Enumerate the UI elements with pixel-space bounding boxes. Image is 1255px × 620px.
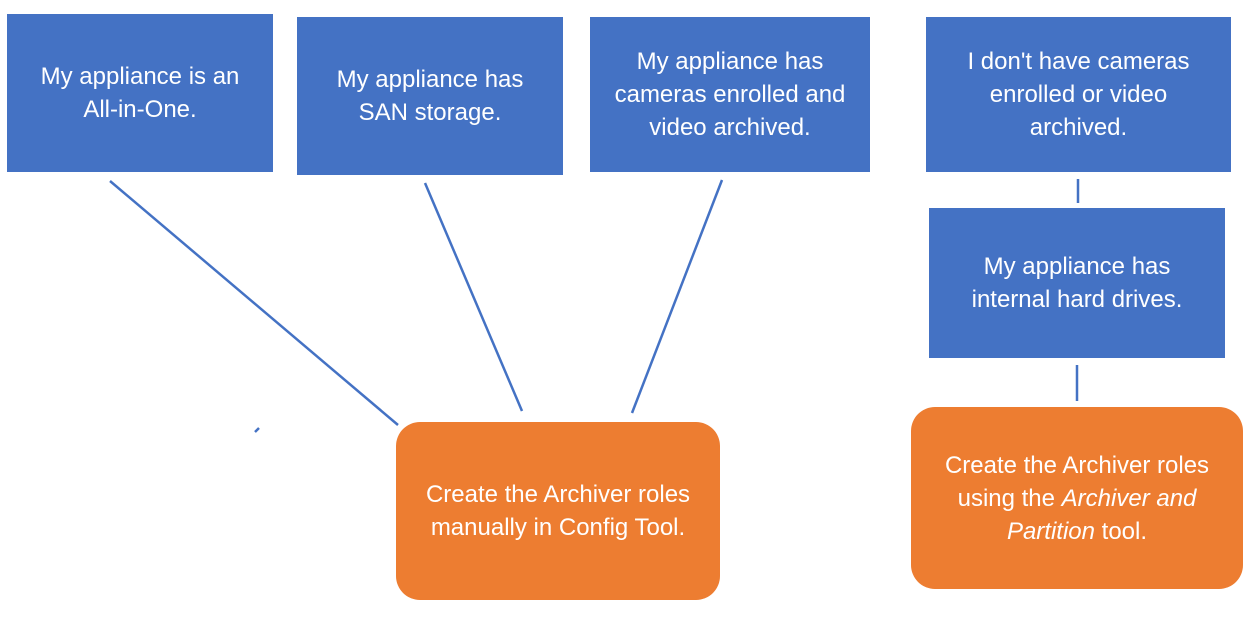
action-tool-text-before: Create the Archiver roles using the bbox=[944, 451, 1210, 512]
action-archiver-partition-tool: Create the Archiver roles using the Arch… bbox=[911, 407, 1243, 589]
condition-no-cameras-text: I don't have cameras enrolled or video a… bbox=[967, 48, 1190, 141]
connector-cameras-enrolled bbox=[630, 179, 724, 414]
action-tool-text-italic: Archiver and Partition bbox=[1006, 484, 1197, 545]
connector-stray-mark bbox=[254, 427, 260, 433]
connector-all-in-one bbox=[109, 180, 399, 426]
action-manual-text: Create the Archiver roles manually in Co… bbox=[425, 481, 691, 541]
condition-no-cameras: I don't have cameras enrolled or video a… bbox=[926, 17, 1231, 172]
condition-san-storage-text: My appliance has SAN storage. bbox=[336, 66, 524, 126]
condition-all-in-one-text: My appliance is an All-in-One. bbox=[40, 63, 240, 123]
condition-internal-drives-text: My appliance has internal hard drives. bbox=[971, 253, 1183, 313]
condition-cameras-enrolled-text: My appliance has cameras enrolled and vi… bbox=[614, 48, 846, 141]
action-manual-config-tool: Create the Archiver roles manually in Co… bbox=[396, 422, 720, 600]
action-tool-text: Create the Archiver roles using the Arch… bbox=[921, 449, 1233, 548]
action-tool-text-after: tool. bbox=[1095, 517, 1148, 545]
connector-san-storage bbox=[423, 182, 524, 412]
condition-internal-drives: My appliance has internal hard drives. bbox=[929, 208, 1225, 358]
condition-cameras-enrolled: My appliance has cameras enrolled and vi… bbox=[590, 17, 870, 172]
condition-all-in-one: My appliance is an All-in-One. bbox=[7, 14, 273, 172]
condition-san-storage: My appliance has SAN storage. bbox=[297, 17, 563, 175]
